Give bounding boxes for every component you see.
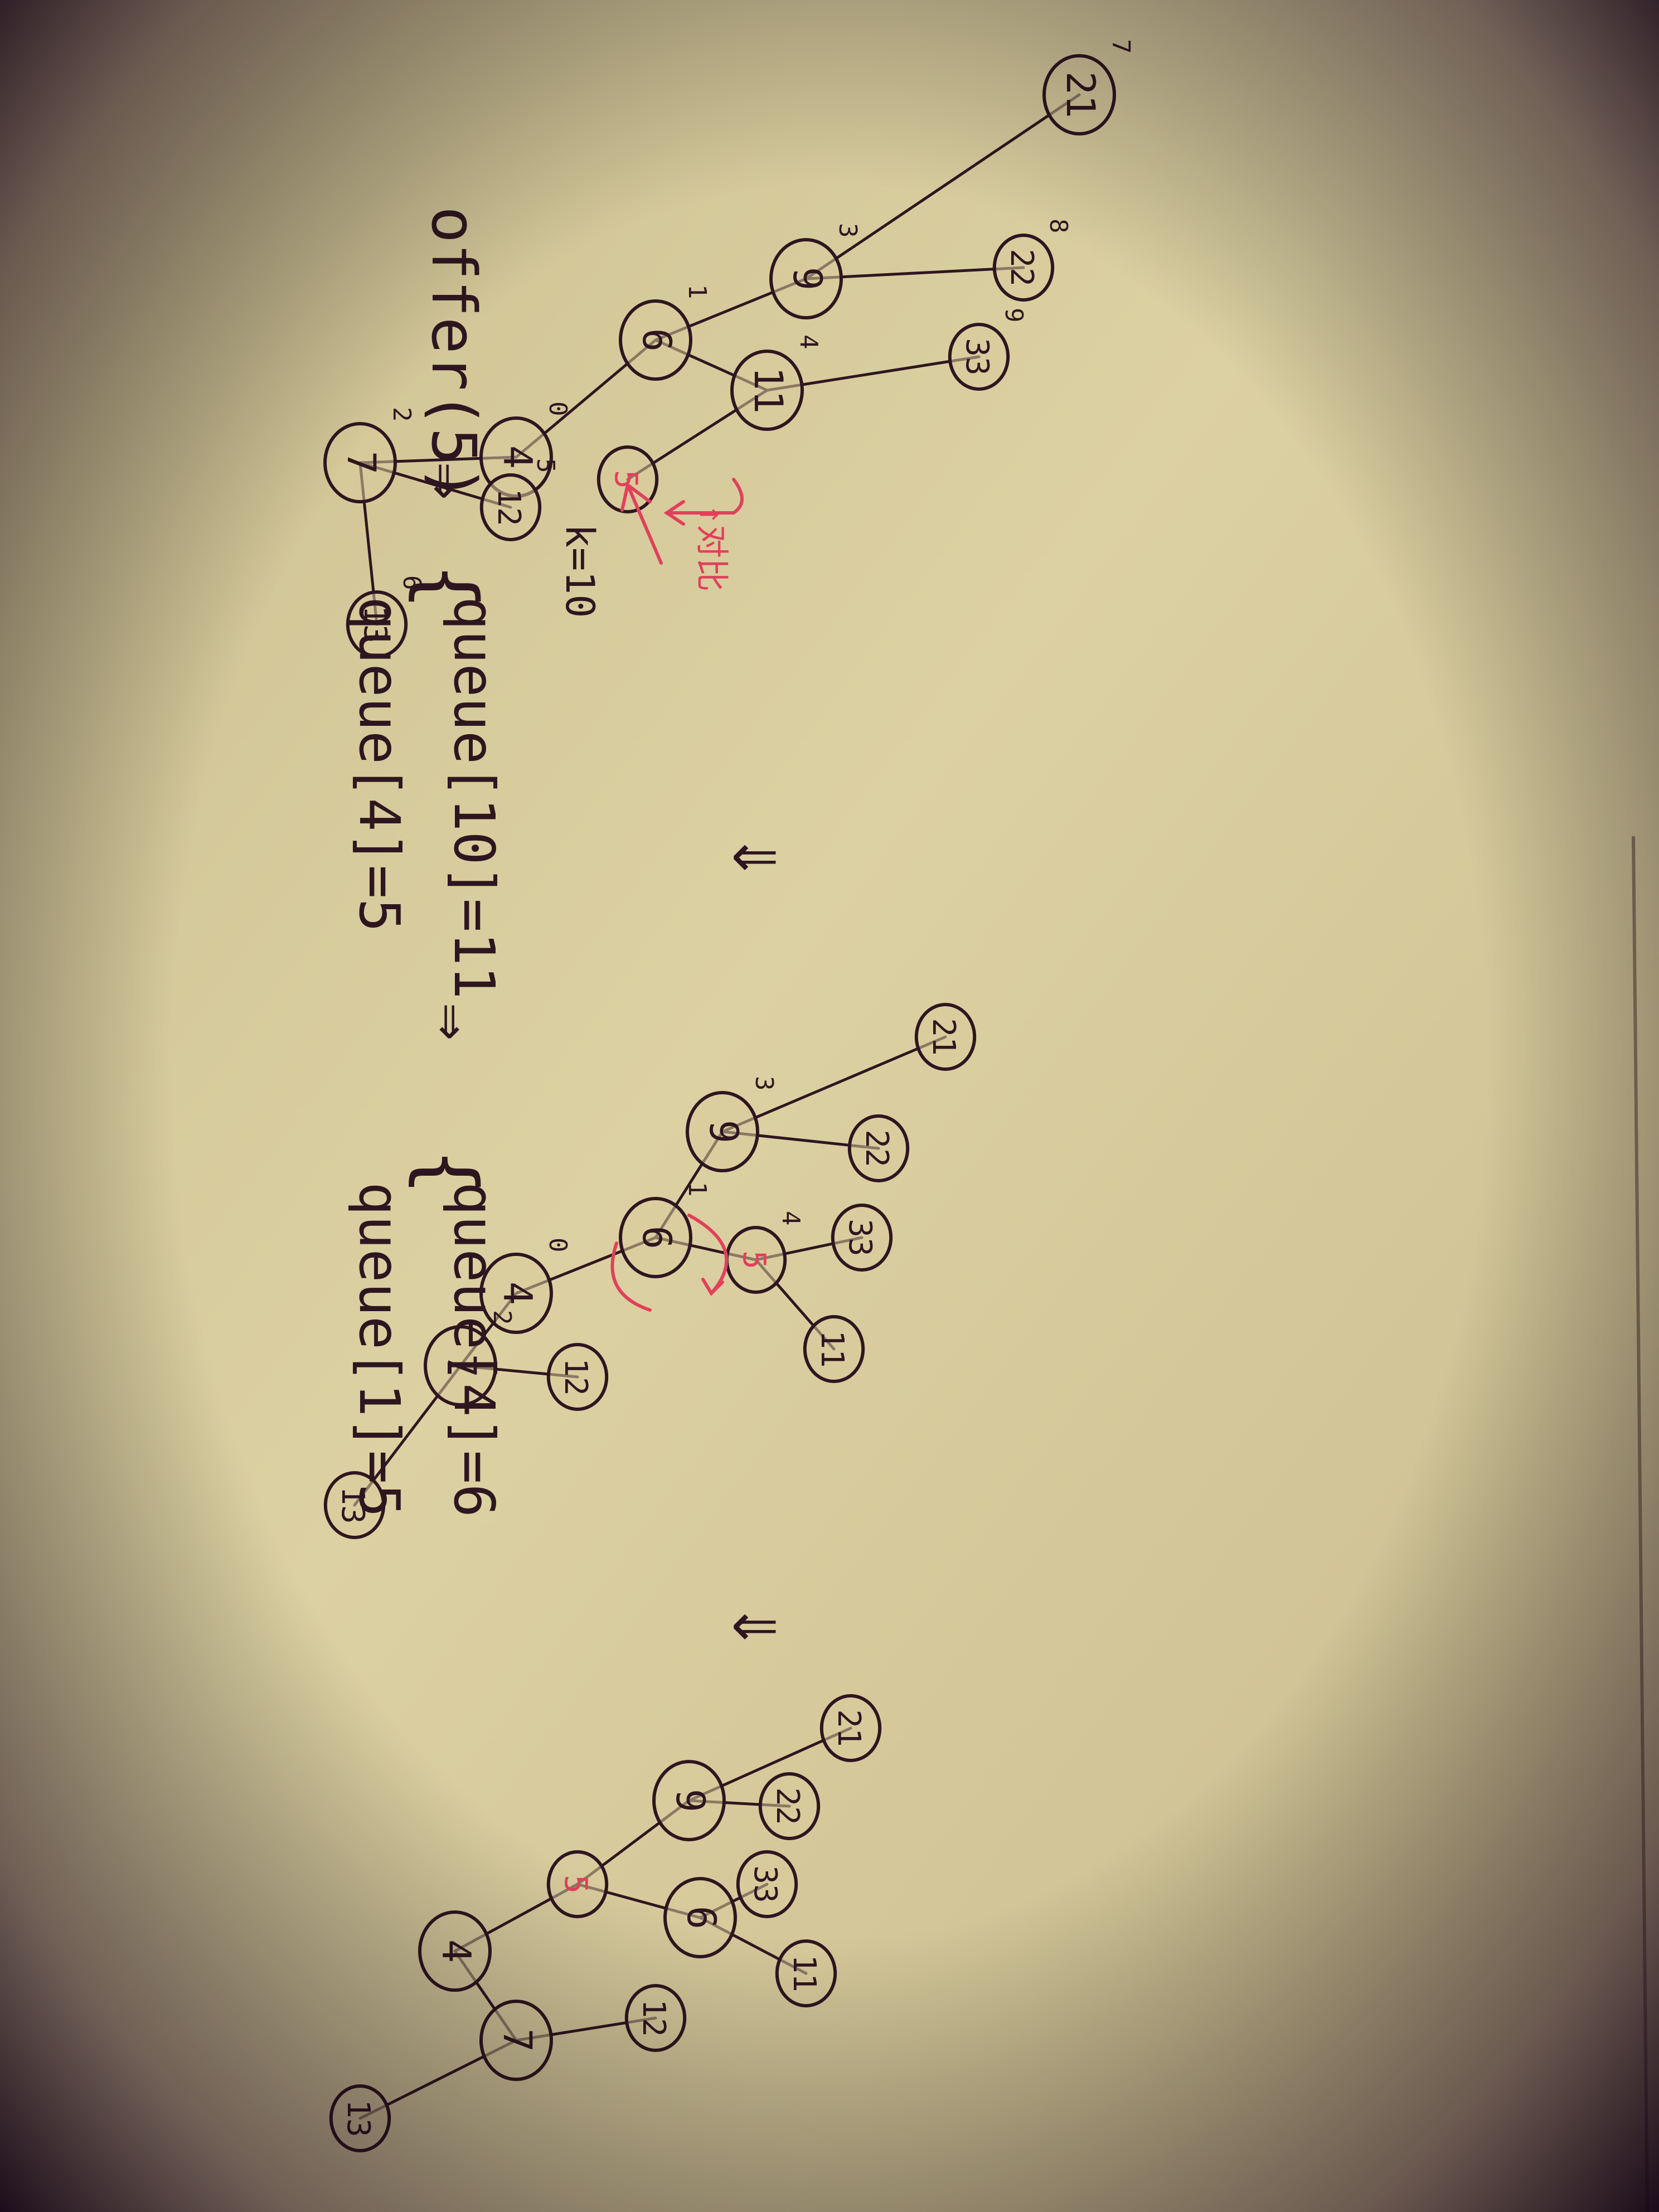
node-value-9: 9 bbox=[667, 1789, 713, 1812]
compare-note: ↑对比 bbox=[692, 505, 731, 591]
node-index-7: 7 bbox=[1107, 39, 1135, 54]
node-value-12: 12 bbox=[491, 488, 527, 526]
node-value-22: 22 bbox=[769, 1787, 806, 1825]
node-value-33: 33 bbox=[959, 338, 995, 375]
node-value-11: 11 bbox=[786, 1954, 822, 1992]
node-value-9: 9 bbox=[701, 1120, 746, 1143]
queue-1-assign-5: queue[1]=5 bbox=[347, 1182, 412, 1517]
node-index-1: 1 bbox=[683, 284, 711, 299]
queue-10-assign: queue[10]=11 bbox=[442, 596, 507, 999]
k-label: k=10 bbox=[557, 524, 603, 618]
node-value-6: 6 bbox=[634, 328, 680, 352]
node-value-6: 6 bbox=[678, 1906, 724, 1929]
node-value-21: 21 bbox=[1058, 71, 1103, 118]
node-index-4: 4 bbox=[777, 1211, 805, 1226]
node-index-5: 5 bbox=[531, 458, 560, 473]
implies-arrow-1: ⇒ bbox=[413, 463, 484, 499]
node-index-9: 9 bbox=[1000, 308, 1028, 323]
node-value-5: 5 bbox=[608, 470, 644, 489]
node-value-33: 33 bbox=[842, 1219, 878, 1256]
node-value-9: 9 bbox=[784, 267, 830, 290]
node-index-2: 2 bbox=[387, 407, 416, 422]
node-index-3: 3 bbox=[750, 1076, 778, 1091]
node-value-6: 6 bbox=[634, 1226, 680, 1249]
node-value-11: 11 bbox=[814, 1330, 850, 1367]
node-value-33: 33 bbox=[747, 1865, 783, 1903]
node-value-5: 5 bbox=[736, 1250, 772, 1269]
arrow-tree2-to-tree3: ⇒ bbox=[731, 1587, 778, 1677]
node-value-7: 7 bbox=[338, 451, 384, 474]
node-index-0: 0 bbox=[544, 401, 572, 416]
node-index-3: 3 bbox=[833, 223, 862, 238]
node-value-4: 4 bbox=[433, 1939, 479, 1963]
node-value-21: 21 bbox=[831, 1709, 867, 1747]
node-value-7: 7 bbox=[494, 2029, 540, 2052]
node-index-0: 0 bbox=[544, 1238, 572, 1253]
implies-arrow-2: ⇒ bbox=[418, 1003, 489, 1040]
node-value-22: 22 bbox=[858, 1129, 895, 1167]
node-value-12: 12 bbox=[557, 1358, 594, 1395]
node-value-5: 5 bbox=[557, 1875, 594, 1894]
node-value-13: 13 bbox=[340, 2099, 376, 2137]
node-value-11: 11 bbox=[745, 367, 791, 414]
queue-4-assign-6: queue[4]=6 bbox=[442, 1182, 507, 1517]
node-value-21: 21 bbox=[925, 1018, 962, 1055]
arrow-tree1-to-tree2: ⇒ bbox=[731, 817, 778, 908]
node-value-12: 12 bbox=[636, 1999, 672, 2036]
offer-call: offer(5) bbox=[418, 206, 489, 502]
node-index-4: 4 bbox=[794, 334, 823, 350]
node-value-22: 22 bbox=[1003, 249, 1040, 286]
node-index-1: 1 bbox=[683, 1182, 711, 1197]
node-index-8: 8 bbox=[1044, 219, 1073, 234]
queue-4-assign: queue[4]=5 bbox=[347, 596, 412, 932]
